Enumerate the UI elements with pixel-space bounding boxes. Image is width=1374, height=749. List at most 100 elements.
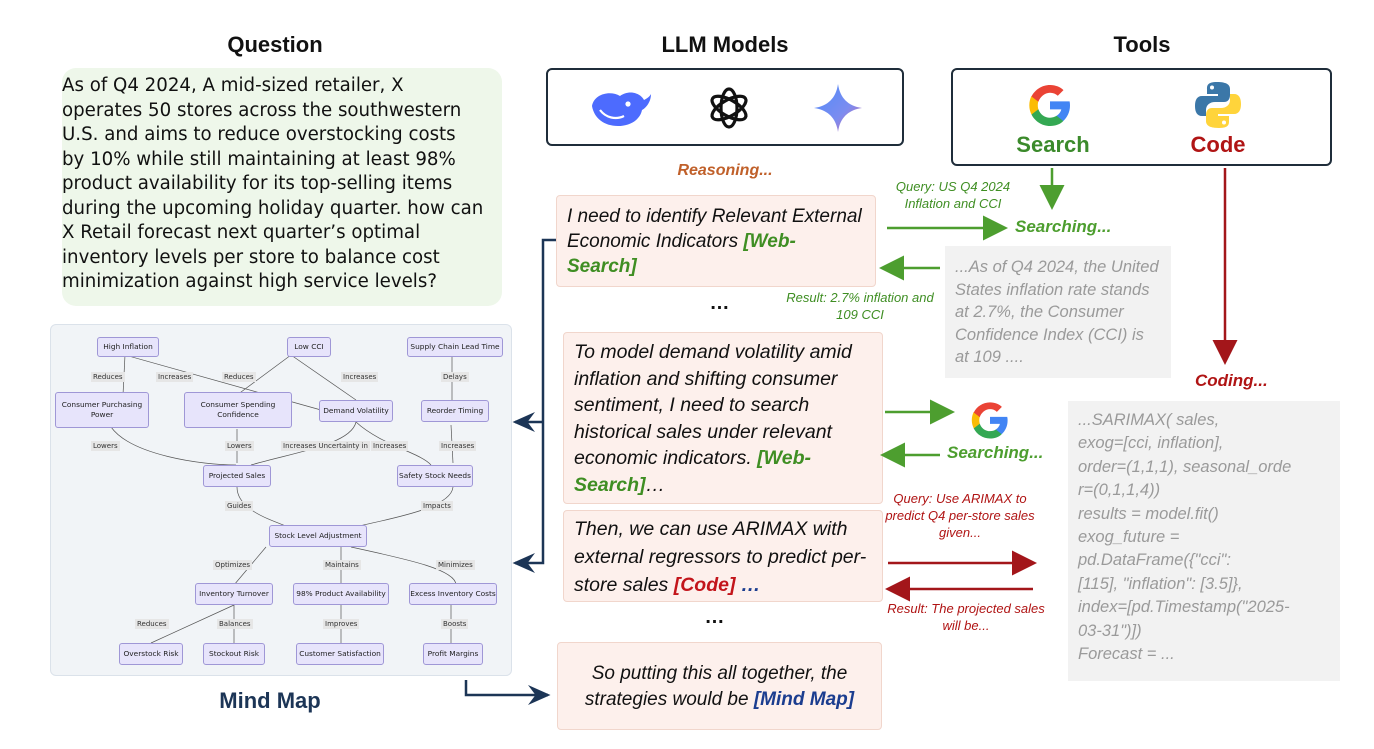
step-text: Then, we can use ARIMAX with external re… [574,518,867,596]
mm-node-demand-volatility: Demand Volatility [319,400,393,422]
question-line: operates 50 stores across the southweste… [62,99,462,121]
mm-node-excess-costs: Excess Inventory Costs [409,583,497,605]
gemini-sparkle-icon [814,84,862,132]
coding-label: Coding... [1195,371,1268,390]
mm-edge-label: Lowers [225,441,254,451]
reasoning-step-2: To model demand volatility amid inflatio… [563,332,883,504]
code-line: ...SARIMAX( sales, [1078,411,1220,429]
google-g-icon [1029,85,1070,126]
mm-edge-label: Delays [441,372,469,382]
search-result-text: Result: 2.7% inflation and 109 CCI [786,290,934,322]
web-search-tag: [Web-Search] [574,447,811,496]
question-line: X Retail forecast next quarter’s optimal [62,222,421,243]
code-line: pd.DataFrame({"cci": [1078,551,1231,570]
step-tail: … [645,473,666,496]
mm-node-stock-adjustment: Stock Level Adjustment [269,525,367,547]
mm-node-product-availability: 98% Product Availability [293,583,389,605]
mm-edge-label: Increases Uncertainty in [281,441,370,451]
mm-node-safety-stock: Safety Stock Needs [397,465,473,487]
question-line: As of Q4 2024, A mid-sized retailer, X [62,75,404,96]
code-line: order=(1,1,1), seasonal_orde [1078,457,1292,476]
searching-label-2: Searching... [947,443,1044,462]
openai-knot-icon [710,87,748,129]
mm-edge-label: Guides [225,501,254,511]
reasoning-step-4: So putting this all together, the strate… [557,642,882,730]
code-result-text: Result: The projected sales will be... [887,601,1045,633]
mm-node-inventory-turnover: Inventory Turnover [195,583,273,605]
code-tool-label: Code [1190,132,1246,157]
mm-edge-label: Impacts [421,501,453,511]
step-text: So putting this all together, the strate… [584,663,848,710]
mm-edge-label: Reduces [135,619,169,629]
code-tag: [Code] [673,574,736,596]
code-line: exog=[cci, inflation], [1078,434,1224,453]
mm-edge-label: Increases [371,441,409,451]
question-text: As of Q4 2024, A mid-sized retailer, X o… [62,74,502,295]
question-line: during the upcoming holiday quarter. how… [62,197,484,219]
mm-node-overstock-risk: Overstock Risk [119,643,183,665]
mm-node-reorder-timing: Reorder Timing [421,400,489,422]
code-query-text: Query: Use ARIMAX to predict Q4 per-stor… [885,491,1035,540]
google-g-small-icon [971,402,1008,439]
mm-edge-label: Increases [156,372,194,382]
mm-node-high-inflation: High Inflation [97,337,159,357]
reasoning-label: Reasoning... [677,162,773,179]
mm-edge-label: Minimizes [436,560,475,570]
code-line: exog_future = [1078,528,1180,547]
question-line: product availability for its top-selling… [62,173,453,194]
question-line: U.S. and aims to reduce overstocking cos… [62,124,456,145]
mm-edge-label: Reduces [91,372,125,382]
mm-edge-label: Reduces [222,372,256,382]
code-line: index=[pd.Timestamp("2025- [1078,598,1290,617]
python-logo-icon [1195,82,1241,128]
code-line: results = model.fit() [1078,504,1219,523]
mm-edge-label: Optimizes [213,560,253,570]
search-result-box: ...As of Q4 2024, the United States infl… [945,246,1171,378]
question-line: inventory levels per store to balance co… [62,246,440,268]
step-tail: … [735,574,761,596]
mm-node-spending-confidence: Consumer Spending Confidence [184,392,292,428]
question-line: by 10% while still maintaining at least … [62,148,456,170]
mm-edge-label: Lowers [91,441,120,451]
mind-map-caption: Mind Map [219,688,321,713]
mm-node-stockout-risk: Stockout Risk [203,643,265,665]
searching-label-1: Searching... [1015,217,1112,236]
ellipsis-dots-2: … [704,606,726,628]
code-output-box: ...SARIMAX( sales, exog=[cci, inflation]… [1068,401,1340,681]
mm-node-profit-margins: Profit Margins [423,643,483,665]
deepseek-whale-icon [592,92,651,126]
tools-box: Search Code [951,68,1332,166]
mm-edge-label: Improves [323,619,360,629]
code-line: r=(0,1,1,4)) [1078,481,1161,500]
mm-edge-label: Maintains [323,560,361,570]
mm-edge-label: Balances [217,619,253,629]
ellipsis-dots-1: … [709,292,731,314]
mm-node-low-cci: Low CCI [287,337,331,357]
reasoning-step-3: Then, we can use ARIMAX with external re… [563,510,883,602]
mm-edge-label: Boosts [441,619,469,629]
step-text: I need to identify Relevant External Eco… [567,206,862,252]
search-query-text: Query: US Q4 2024 Inflation and CCI [895,179,1011,211]
code-line: 03-31")]) [1078,621,1142,640]
arrow-bracket-to-mindmap [512,238,556,573]
mm-node-customer-satisfaction: Customer Satisfaction [296,643,384,665]
reasoning-step-1: I need to identify Relevant External Eco… [556,195,876,287]
question-line: minimization against high service levels… [62,271,437,292]
question-box: As of Q4 2024, A mid-sized retailer, X o… [62,68,502,306]
mm-node-projected-sales: Projected Sales [203,465,271,487]
mm-edge-label: Increases [341,372,379,382]
mind-map-tag: [Mind Map] [753,689,855,710]
search-tool-label: Search [1016,132,1090,157]
mm-edge-label: Increases [439,441,477,451]
code-line: [115], "inflation": [3.5]}, [1078,574,1243,593]
mm-node-purchasing-power: Consumer Purchasing Power [55,392,149,428]
llm-models-box [546,68,904,146]
step-text: To model demand volatility amid inflatio… [574,341,852,469]
question-header: Question [227,32,323,57]
code-line: Forecast = ... [1078,645,1175,664]
models-header: LLM Models [661,32,789,57]
tools-header: Tools [1113,32,1171,57]
mind-map-panel: High Inflation Low CCI Supply Chain Lead… [50,324,512,676]
web-search-tag: [Web-Search] [567,231,796,277]
